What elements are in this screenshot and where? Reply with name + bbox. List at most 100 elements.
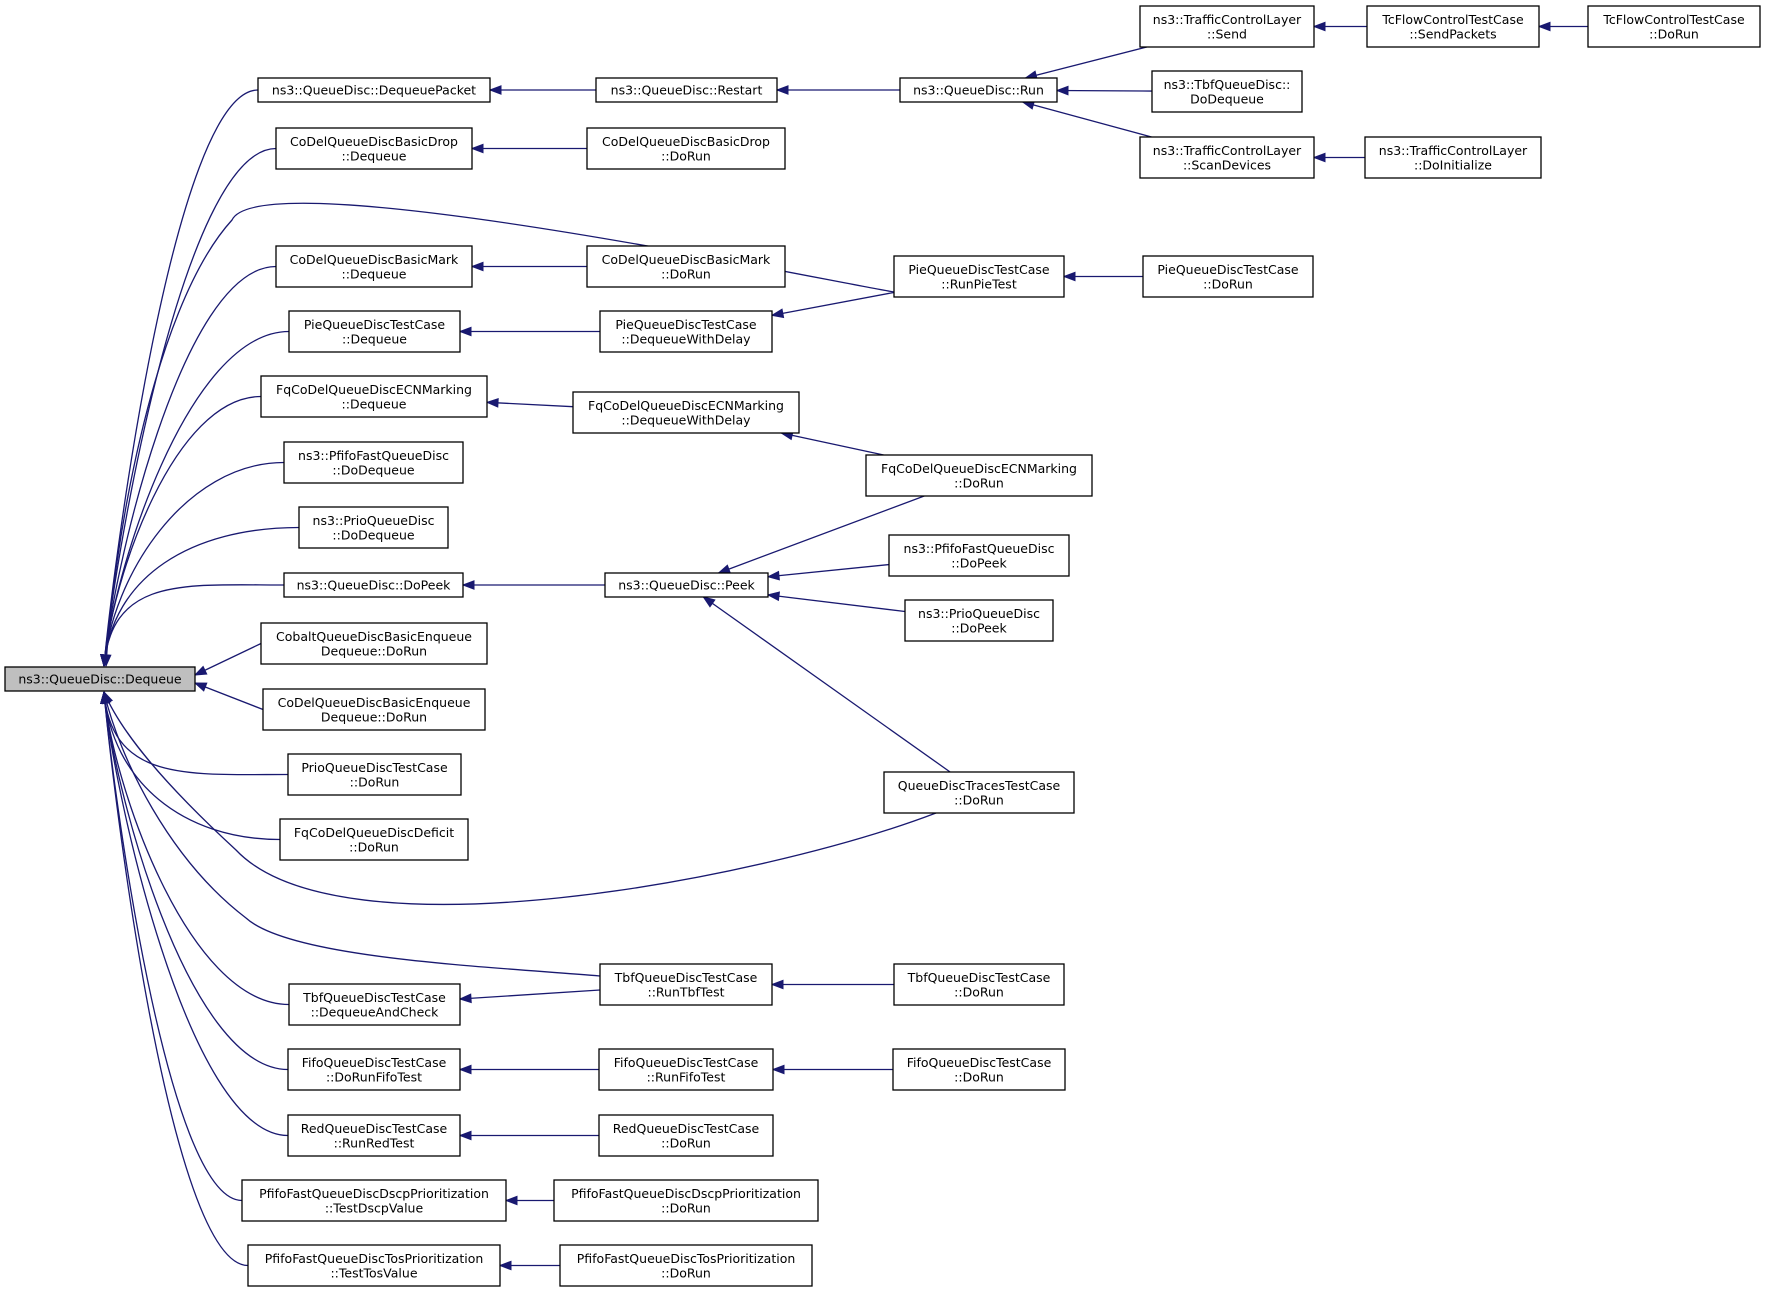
edge-b5-to-a5 <box>486 401 574 408</box>
node-d4[interactable]: PieQueueDiscTestCase::DoRun <box>1142 255 1314 298</box>
node-box[interactable] <box>883 771 1075 814</box>
node-box[interactable] <box>241 1179 507 1222</box>
node-c6[interactable]: QueueDiscTracesTestCase::DoRun <box>883 771 1075 814</box>
node-box[interactable] <box>1139 5 1315 48</box>
node-c3[interactable]: FqCoDelQueueDiscECNMarking::DoRun <box>865 454 1093 497</box>
node-a6[interactable]: ns3::PfifoFastQueueDisc::DoDequeue <box>283 441 464 484</box>
node-box[interactable] <box>595 77 778 103</box>
node-box[interactable] <box>1142 255 1314 298</box>
node-a13[interactable]: TbfQueueDiscTestCase::DequeueAndCheck <box>288 983 461 1026</box>
node-a11[interactable]: PrioQueueDiscTestCase::DoRun <box>287 753 462 796</box>
edge-c1-to-b1-arrowhead <box>775 85 789 95</box>
node-b5[interactable]: FqCoDelQueueDiscECNMarking::DequeueWithD… <box>572 391 800 434</box>
node-e1[interactable]: TcFlowControlTestCase::SendPackets <box>1366 5 1540 48</box>
edge-c3-to-b5 <box>781 432 884 456</box>
node-box[interactable] <box>4 666 196 692</box>
node-c1[interactable]: ns3::QueueDisc::Run <box>899 77 1058 103</box>
node-label-line: FifoQueueDiscTestCase <box>907 1055 1052 1070</box>
node-c5[interactable]: ns3::PrioQueueDisc::DoPeek <box>904 599 1054 642</box>
node-box[interactable] <box>279 818 469 861</box>
node-d1[interactable]: ns3::TrafficControlLayer::Send <box>1139 5 1315 48</box>
node-label-line: ::DequeueWithDelay <box>621 331 751 346</box>
node-b11[interactable]: PfifoFastQueueDiscTosPrioritization::DoR… <box>559 1244 813 1287</box>
node-box[interactable] <box>247 1244 501 1287</box>
node-box[interactable] <box>1139 136 1315 179</box>
node-b1[interactable]: ns3::QueueDisc::Restart <box>595 77 778 103</box>
node-c4[interactable]: ns3::PfifoFastQueueDisc::DoPeek <box>888 534 1070 577</box>
node-box[interactable] <box>1587 5 1761 48</box>
node-box[interactable] <box>553 1179 819 1222</box>
node-c2[interactable]: PieQueueDiscTestCase::RunPieTest <box>893 255 1065 298</box>
node-box[interactable] <box>288 310 461 353</box>
node-box[interactable] <box>262 688 486 731</box>
node-a5[interactable]: FqCoDelQueueDiscECNMarking::Dequeue <box>260 375 488 418</box>
node-a14[interactable]: FifoQueueDiscTestCase::DoRunFifoTest <box>287 1048 461 1091</box>
node-a9[interactable]: CobaltQueueDiscBasicEnqueueDequeue::DoRu… <box>260 622 488 665</box>
edge-a13-to-root <box>103 691 290 1006</box>
node-b8[interactable]: FifoQueueDiscTestCase::RunFifoTest <box>598 1048 774 1091</box>
node-a15[interactable]: RedQueueDiscTestCase::RunRedTest <box>287 1114 461 1157</box>
node-box[interactable] <box>586 245 786 288</box>
node-box[interactable] <box>287 1048 461 1091</box>
node-b2[interactable]: CoDelQueueDiscBasicDrop::DoRun <box>586 127 786 170</box>
node-box[interactable] <box>899 77 1058 103</box>
node-c8[interactable]: FifoQueueDiscTestCase::DoRun <box>892 1048 1066 1091</box>
node-box[interactable] <box>1366 5 1540 48</box>
node-b3[interactable]: CoDelQueueDiscBasicMark::DoRun <box>586 245 786 288</box>
node-a12[interactable]: FqCoDelQueueDiscDeficit::DoRun <box>279 818 469 861</box>
node-b4[interactable]: PieQueueDiscTestCase::DequeueWithDelay <box>599 310 773 353</box>
node-box[interactable] <box>283 572 464 598</box>
node-box[interactable] <box>904 599 1054 642</box>
node-box[interactable] <box>865 454 1093 497</box>
node-box[interactable] <box>1151 70 1303 113</box>
node-a3[interactable]: CoDelQueueDiscBasicMark::Dequeue <box>275 245 473 288</box>
node-box[interactable] <box>275 245 473 288</box>
node-a4[interactable]: PieQueueDiscTestCase::Dequeue <box>288 310 461 353</box>
node-label-line: ::DoRun <box>661 1265 711 1280</box>
node-box[interactable] <box>572 391 800 434</box>
node-box[interactable] <box>598 1048 774 1091</box>
node-a2[interactable]: CoDelQueueDiscBasicDrop::Dequeue <box>275 127 473 170</box>
edge-c7-to-b7-arrowhead <box>770 979 784 990</box>
node-a7[interactable]: ns3::PrioQueueDisc::DoDequeue <box>298 506 449 549</box>
node-box[interactable] <box>1364 136 1542 179</box>
node-label-line: ::DoRun <box>954 792 1004 807</box>
node-box[interactable] <box>287 1114 461 1157</box>
node-box[interactable] <box>257 77 491 103</box>
node-a8[interactable]: ns3::QueueDisc::DoPeek <box>283 572 464 598</box>
node-f1[interactable]: TcFlowControlTestCase::DoRun <box>1587 5 1761 48</box>
node-box[interactable] <box>586 127 786 170</box>
node-box[interactable] <box>599 310 773 353</box>
node-box[interactable] <box>288 983 461 1026</box>
node-b10[interactable]: PfifoFastQueueDiscDscpPrioritization::Do… <box>553 1179 819 1222</box>
node-box[interactable] <box>893 963 1065 1006</box>
node-label-line: FifoQueueDiscTestCase <box>302 1055 447 1070</box>
node-root[interactable]: ns3::QueueDisc::Dequeue <box>4 666 196 692</box>
node-b7[interactable]: TbfQueueDiscTestCase::RunTbfTest <box>599 963 773 1006</box>
node-a16[interactable]: PfifoFastQueueDiscDscpPrioritization::Te… <box>241 1179 507 1222</box>
node-box[interactable] <box>283 441 464 484</box>
node-d2[interactable]: ns3::TbfQueueDisc::DoDequeue <box>1151 70 1303 113</box>
node-box[interactable] <box>599 963 773 1006</box>
node-a17[interactable]: PfifoFastQueueDiscTosPrioritization::Tes… <box>247 1244 501 1287</box>
node-box[interactable] <box>598 1114 774 1157</box>
node-box[interactable] <box>892 1048 1066 1091</box>
node-box[interactable] <box>275 127 473 170</box>
node-d3[interactable]: ns3::TrafficControlLayer::ScanDevices <box>1139 136 1315 179</box>
node-box[interactable] <box>260 375 488 418</box>
node-e2[interactable]: ns3::TrafficControlLayer::DoInitialize <box>1364 136 1542 179</box>
node-box[interactable] <box>559 1244 813 1287</box>
node-box[interactable] <box>260 622 488 665</box>
node-a1[interactable]: ns3::QueueDisc::DequeuePacket <box>257 77 491 103</box>
node-box[interactable] <box>287 753 462 796</box>
node-c7[interactable]: TbfQueueDiscTestCase::DoRun <box>893 963 1065 1006</box>
node-box[interactable] <box>888 534 1070 577</box>
node-box[interactable] <box>298 506 449 549</box>
node-box[interactable] <box>893 255 1065 298</box>
node-label-line: ::DoDequeue <box>332 462 414 477</box>
node-b9[interactable]: RedQueueDiscTestCase::DoRun <box>598 1114 774 1157</box>
edge-b1-to-a1-arrowhead <box>488 85 502 95</box>
node-b6[interactable]: ns3::QueueDisc::Peek <box>604 572 769 598</box>
node-box[interactable] <box>604 572 769 598</box>
